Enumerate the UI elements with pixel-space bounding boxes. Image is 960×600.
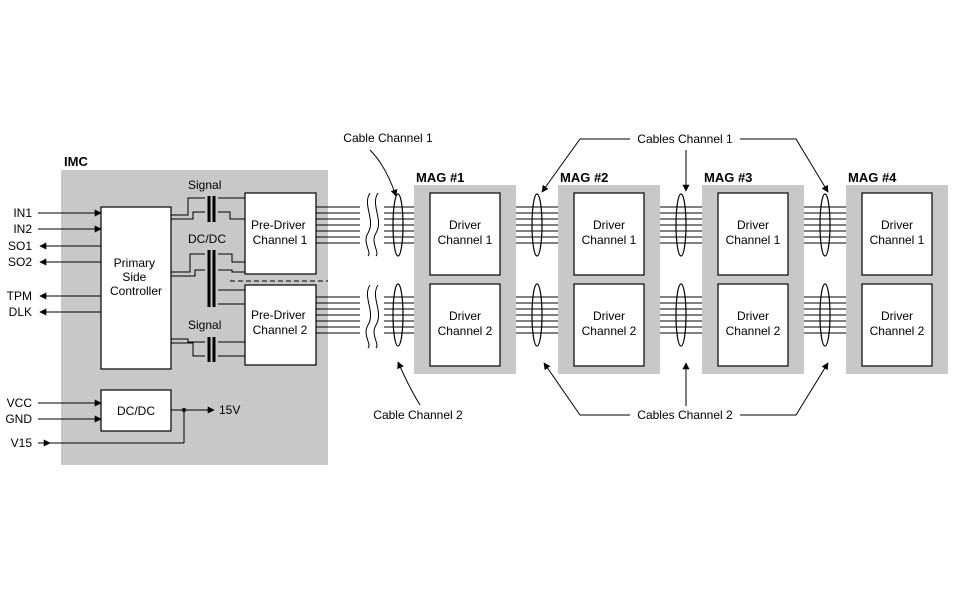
driver-channel-1-label-line: Driver: [881, 218, 913, 232]
controller-label-line1: Primary: [114, 256, 155, 270]
mag-title: MAG #3: [704, 170, 752, 185]
dc-dc-label: DC/DC: [117, 404, 155, 418]
driver-channel-2-label-line: Channel 2: [726, 324, 781, 338]
cable-clamp: [392, 193, 404, 257]
transformer-label-signal-bottom: Signal: [188, 318, 221, 332]
cable-break-symbols: [365, 192, 380, 349]
cable-clamps: [392, 193, 831, 347]
driver-channel-1-label-line: Channel 1: [438, 233, 493, 247]
callout-cable-channel-1-leader: [369, 149, 398, 197]
callout-cable-channel-2-leader: [397, 361, 421, 406]
driver-channel-1-label-line: Driver: [593, 218, 625, 232]
controller-label: Primary Side Controller: [110, 256, 162, 298]
transformer-dcdc: [171, 250, 328, 307]
driver-channel-1-label-line: Channel 1: [870, 233, 925, 247]
pre-driver-2-line1: Pre-Driver: [251, 308, 306, 322]
controller-label-line2: Side: [122, 270, 146, 284]
driver-channel-2: [573, 283, 645, 367]
transformer-label-dcdc: DC/DC: [188, 232, 226, 246]
cable-clamp: [819, 193, 831, 257]
io-label-tpm: TPM: [7, 289, 32, 303]
io-label-dlk: DLK: [9, 305, 32, 319]
mag-title: MAG #2: [560, 170, 608, 185]
cable-clamp: [675, 193, 687, 257]
power-label-gnd: GND: [5, 412, 32, 426]
pre-driver-channel-2: [244, 284, 317, 366]
driver-channel-1-label-line: Channel 1: [582, 233, 637, 247]
cable-clamp: [819, 283, 831, 347]
io-label-in2: IN2: [13, 222, 32, 236]
dc-dc-converter: [100, 389, 172, 432]
driver-channel-1: [861, 192, 933, 276]
controller-label-line3: Controller: [110, 284, 162, 298]
primary-side-controller: [100, 206, 172, 370]
pre-driver-2-label: Pre-Driver Channel 2: [251, 308, 309, 337]
io-label-so1: SO1: [8, 239, 32, 253]
transformer-signal-bottom: [171, 337, 245, 362]
leader-ch2-mag2: [543, 362, 630, 416]
driver-channel-1-label-line: Channel 1: [726, 233, 781, 247]
pre-driver-1-line1: Pre-Driver: [251, 218, 306, 232]
driver-channel-1: [573, 192, 645, 276]
callout-cables-channel-1: Cables Channel 1: [637, 132, 733, 146]
leader-ch1-mag2: [541, 138, 630, 193]
pre-driver-channel-1: [244, 192, 317, 275]
pre-driver-2-line2: Channel 2: [253, 323, 308, 337]
cable-clamp: [531, 193, 543, 257]
transformer-signal-top: [171, 196, 245, 222]
driver-channel-2-label-line: Driver: [881, 309, 913, 323]
leader-ch1-mag4: [740, 138, 829, 193]
callout-cable-channel-2: Cable Channel 2: [373, 408, 463, 422]
driver-channel-2: [717, 283, 789, 367]
driver-channel-2-label-line: Driver: [737, 309, 769, 323]
mag-title: MAG #1: [416, 170, 464, 185]
power-label-vcc: VCC: [7, 396, 33, 410]
driver-channel-2: [429, 283, 501, 367]
driver-channel-2-label-line: Driver: [449, 309, 481, 323]
driver-channel-1: [717, 192, 789, 276]
driver-channel-2: [861, 283, 933, 367]
pre-driver-1-label: Pre-Driver Channel 1: [251, 218, 309, 247]
driver-channel-1: [429, 192, 501, 276]
power-label-v15: V15: [11, 436, 33, 450]
callout-cables-channel-2: Cables Channel 2: [637, 408, 733, 422]
callout-cable-channel-1: Cable Channel 1: [343, 131, 433, 145]
leader-ch2-mag4: [740, 362, 829, 416]
driver-channel-2-label-line: Channel 2: [438, 324, 493, 338]
driver-channel-1-label-line: Driver: [449, 218, 481, 232]
pre-driver-1-line2: Channel 1: [253, 233, 308, 247]
driver-channel-2-label-line: Channel 2: [870, 324, 925, 338]
io-label-so2: SO2: [8, 255, 32, 269]
transformer-label-signal-top: Signal: [188, 178, 221, 192]
driver-channel-1-label-line: Driver: [737, 218, 769, 232]
imc-title: IMC: [64, 154, 88, 169]
cable-clamp: [675, 283, 687, 347]
imc-io-signals: IN1 IN2 SO1 SO2 TPM DLK: [7, 206, 102, 319]
cable-clamp: [392, 283, 404, 347]
io-label-in1: IN1: [13, 206, 32, 220]
driver-channel-2-label-line: Channel 2: [582, 324, 637, 338]
mag-title: MAG #4: [848, 170, 897, 185]
driver-channel-2-label-line: Driver: [593, 309, 625, 323]
cable-clamp: [531, 283, 543, 347]
output-15v-label: 15V: [219, 403, 240, 417]
